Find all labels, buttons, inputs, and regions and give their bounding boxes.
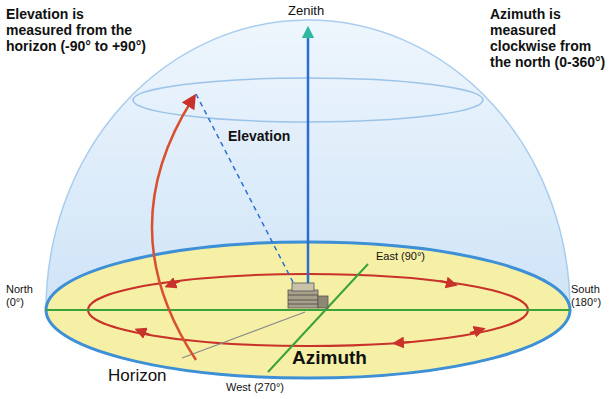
azimuth-arrowhead xyxy=(398,342,410,343)
direction-label: West (270°) xyxy=(226,381,284,394)
azimuth-arrowhead xyxy=(440,281,452,284)
direction-label: North (0°) xyxy=(6,283,44,308)
azimuth-arrowhead xyxy=(170,281,180,285)
azimuth-label: Azimuth xyxy=(292,347,367,369)
zenith-arrow xyxy=(307,32,310,300)
zenith-label: Zenith xyxy=(288,4,324,19)
elevation-note: Elevation is measured from the horizon (… xyxy=(6,6,148,54)
azimuth-arrowhead xyxy=(140,331,150,335)
elevation-arc xyxy=(152,100,196,360)
direction-label: South (180°) xyxy=(571,283,611,308)
elevation-label: Elevation xyxy=(228,128,290,144)
sight-line xyxy=(196,94,298,292)
horizon-line xyxy=(182,312,305,358)
east-west-line xyxy=(268,264,368,372)
azimuth-note: Azimuth is measured clockwise from the n… xyxy=(490,6,610,70)
building-icon xyxy=(288,283,328,308)
north-south-line xyxy=(46,309,570,311)
direction-label: East (90°) xyxy=(376,250,425,263)
horizon-label: Horizon xyxy=(108,366,167,386)
azimuth-arrowhead xyxy=(470,330,480,333)
